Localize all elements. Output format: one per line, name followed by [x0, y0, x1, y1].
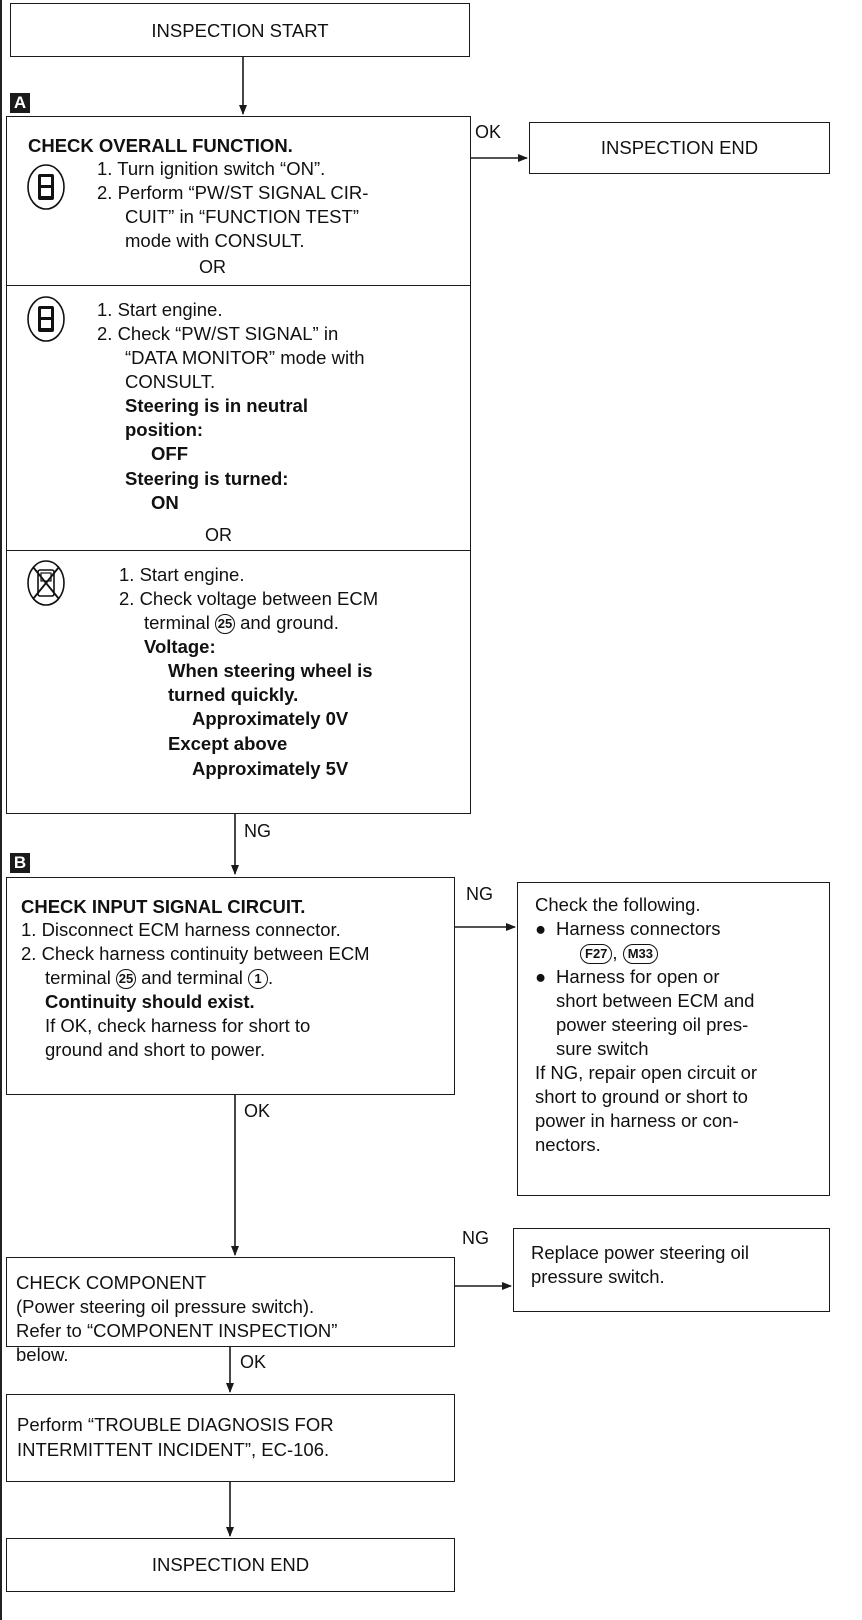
connector-f27-badge: F27: [580, 944, 613, 964]
method2-line-5: Steering is in neutral: [125, 395, 308, 416]
method1-line-3: CUIT” in “FUNCTION TEST”: [125, 206, 359, 227]
trouble-diagnosis-box: Perform “TROUBLE DIAGNOSIS FOR INTERMITT…: [6, 1394, 455, 1482]
check-following-box: Check the following. ● Harness connector…: [517, 882, 830, 1196]
cf-line-1: Check the following.: [535, 894, 701, 915]
b-line-4: Continuity should exist.: [45, 991, 255, 1012]
cf-line-10: power in harness or con-: [535, 1110, 739, 1131]
or-separator-2: [7, 550, 470, 551]
inspection-start-label: INSPECTION START: [151, 20, 329, 41]
inspection-end-box-a: INSPECTION END: [529, 122, 830, 174]
method2-line-3: “DATA MONITOR” mode with: [125, 347, 365, 368]
c-line-4: below.: [16, 1344, 69, 1365]
d-line-2: INTERMITTENT INCIDENT”, EC-106.: [17, 1439, 330, 1460]
step-a-ng-label: NG: [244, 821, 271, 841]
check-component-title: CHECK COMPONENT: [16, 1272, 207, 1293]
connector-m33-badge: M33: [622, 944, 658, 964]
check-component-box: CHECK COMPONENT: [6, 1257, 455, 1347]
cf-line-5: short between ECM and: [556, 990, 755, 1011]
b-period: .: [268, 967, 274, 988]
inspection-end-label-a: INSPECTION END: [600, 137, 759, 158]
method3-line-4: Voltage:: [144, 636, 216, 657]
terminal-1-circle: 1: [248, 969, 269, 989]
method2-line-6: position:: [125, 419, 204, 440]
cf-line-9: short to ground or short to: [535, 1086, 748, 1107]
method2-line-1: 1. Start engine.: [97, 299, 223, 320]
b-line-3: terminal 25 and terminal 1.: [45, 966, 273, 990]
check-input-signal-title: CHECK INPUT SIGNAL CIRCUIT.: [21, 896, 306, 917]
method3-line-5: When steering wheel is: [168, 660, 373, 681]
cf-line-3: F27, M33: [580, 941, 658, 965]
step-c-ng-label: NG: [462, 1228, 489, 1248]
or-separator-1: [7, 285, 470, 286]
method2-line-8: Steering is turned:: [125, 468, 289, 489]
b-line-6: ground and short to power.: [45, 1039, 266, 1060]
terminal-25-circle: 25: [115, 969, 136, 989]
method3-line-1: 1. Start engine.: [119, 564, 245, 585]
cf-line-8: If NG, repair open circuit or: [535, 1062, 758, 1083]
b-terminal-label: terminal: [45, 967, 111, 988]
method3-line-6: turned quickly.: [168, 684, 299, 705]
method3-line-7: Approximately 0V: [192, 708, 349, 729]
terminal-25-circle: 25: [214, 614, 235, 634]
check-overall-function-box: CHECK OVERALL FUNCTION. 1. Turn ignition…: [6, 116, 471, 814]
b-line-2: 2. Check harness continuity between ECM: [21, 943, 370, 964]
step-a-ok-label: OK: [475, 122, 502, 142]
consult-tester-icon: [27, 296, 65, 342]
or-label-1: OR: [193, 257, 232, 277]
replace-line-2: pressure switch.: [531, 1266, 665, 1287]
cf-comma: ,: [612, 942, 618, 963]
cf-line-2: Harness connectors: [556, 918, 721, 939]
inspection-end-label: INSPECTION END: [151, 1554, 310, 1575]
method2-line-2: 2. Check “PW/ST SIGNAL” in: [97, 323, 339, 344]
replace-switch-box: Replace power steering oil pressure swit…: [513, 1228, 830, 1312]
inspection-start-box: INSPECTION START: [10, 3, 470, 57]
method2-line-9: ON: [151, 492, 179, 513]
method3-line-9: Approximately 5V: [192, 758, 349, 779]
replace-line-1: Replace power steering oil: [531, 1242, 750, 1263]
method3-terminal-label: terminal: [144, 612, 210, 633]
cf-bullet-1: ●: [535, 918, 547, 939]
method2-line-7: OFF: [151, 443, 188, 464]
method1-line-1: 1. Turn ignition switch “ON”.: [97, 158, 326, 179]
cf-line-4: Harness for open or: [556, 966, 720, 987]
check-input-signal-box: CHECK INPUT SIGNAL CIRCUIT. 1. Disconnec…: [6, 877, 455, 1095]
method3-line-3: terminal 25 and ground.: [144, 611, 339, 635]
cf-line-7: sure switch: [556, 1038, 649, 1059]
step-b-ok-label: OK: [244, 1101, 271, 1121]
step-c-ok-label: OK: [240, 1352, 267, 1372]
step-a-marker: A: [10, 93, 30, 113]
step-b-marker: B: [10, 853, 30, 873]
c-line-2: (Power steering oil pressure switch).: [16, 1296, 315, 1317]
method3-ground-label: and ground.: [240, 612, 339, 633]
cf-line-11: nectors.: [535, 1134, 601, 1155]
method3-line-2: 2. Check voltage between ECM: [119, 588, 379, 609]
method1-line-4: mode with CONSULT.: [125, 230, 305, 251]
b-line-1: 1. Disconnect ECM harness connector.: [21, 919, 341, 940]
cf-line-6: power steering oil pres-: [556, 1014, 749, 1035]
step-b-ng-label: NG: [466, 884, 493, 904]
method3-line-8: Except above: [168, 733, 288, 754]
or-label-2: OR: [199, 525, 238, 545]
consult-tester-icon: [27, 164, 65, 210]
consult-crossed-out-icon: [27, 560, 65, 606]
method2-line-4: CONSULT.: [125, 371, 216, 392]
inspection-end-box: INSPECTION END: [6, 1538, 455, 1592]
method1-line-2: 2. Perform “PW/ST SIGNAL CIR-: [97, 182, 369, 203]
check-overall-function-title: CHECK OVERALL FUNCTION.: [28, 135, 293, 156]
cf-bullet-2: ●: [535, 966, 547, 987]
d-line-1: Perform “TROUBLE DIAGNOSIS FOR: [17, 1414, 334, 1435]
b-line-5: If OK, check harness for short to: [45, 1015, 311, 1036]
page-edge-line: [0, 0, 2, 1620]
b-and-terminal-label: and terminal: [141, 967, 243, 988]
c-line-3: Refer to “COMPONENT INSPECTION”: [16, 1320, 338, 1341]
